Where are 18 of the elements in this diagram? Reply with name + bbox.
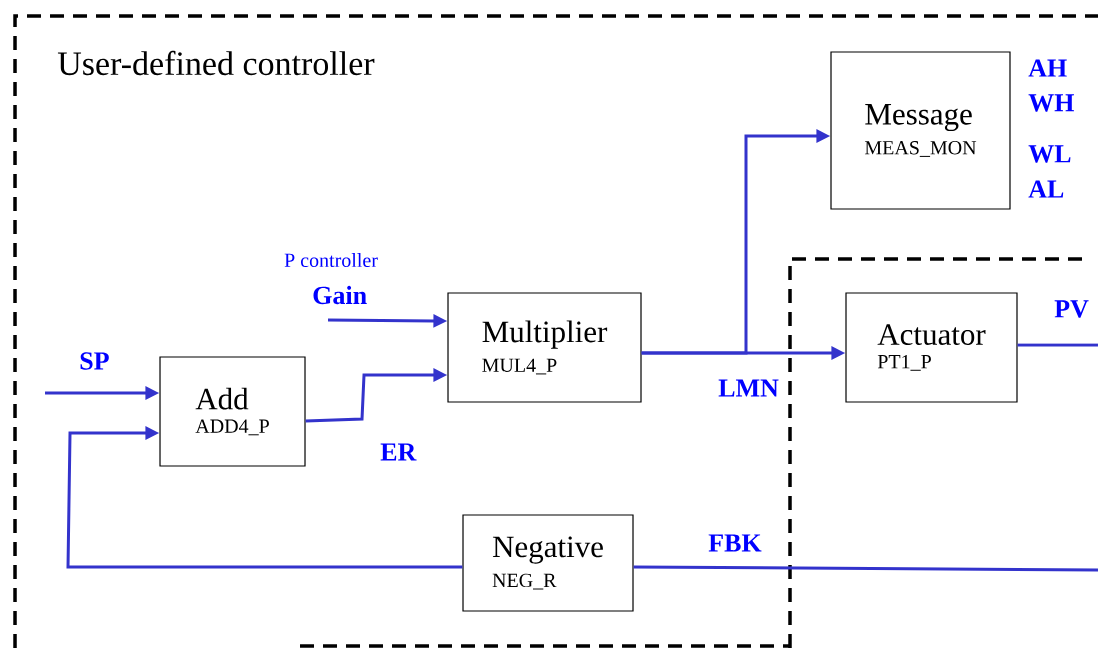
signal-label: WL (1028, 145, 1071, 163)
block-box: Actuator PT1_P (845, 292, 1018, 403)
arrow (66, 426, 463, 569)
edge-label: Gain (311, 284, 369, 306)
edge-label: SP (78, 351, 111, 371)
edge-label: ER (379, 442, 418, 462)
block-box: Add ADD4_P (159, 356, 306, 467)
block-box: Multiplier MUL4_P (447, 292, 642, 403)
edge-label: PV (1053, 299, 1090, 319)
edge-label: FBK (707, 533, 763, 553)
block-box: Negative NEG_R (462, 514, 634, 612)
note-label: P controller (284, 252, 378, 268)
signal-label: WH (1028, 94, 1074, 112)
signal-label: AH (1028, 59, 1067, 77)
block-box: Message MEAS_MON (830, 51, 1011, 210)
signal-label: AL (1028, 180, 1064, 198)
frame-title: User-defined controller (57, 50, 375, 76)
edge-label: LMN (717, 378, 780, 398)
